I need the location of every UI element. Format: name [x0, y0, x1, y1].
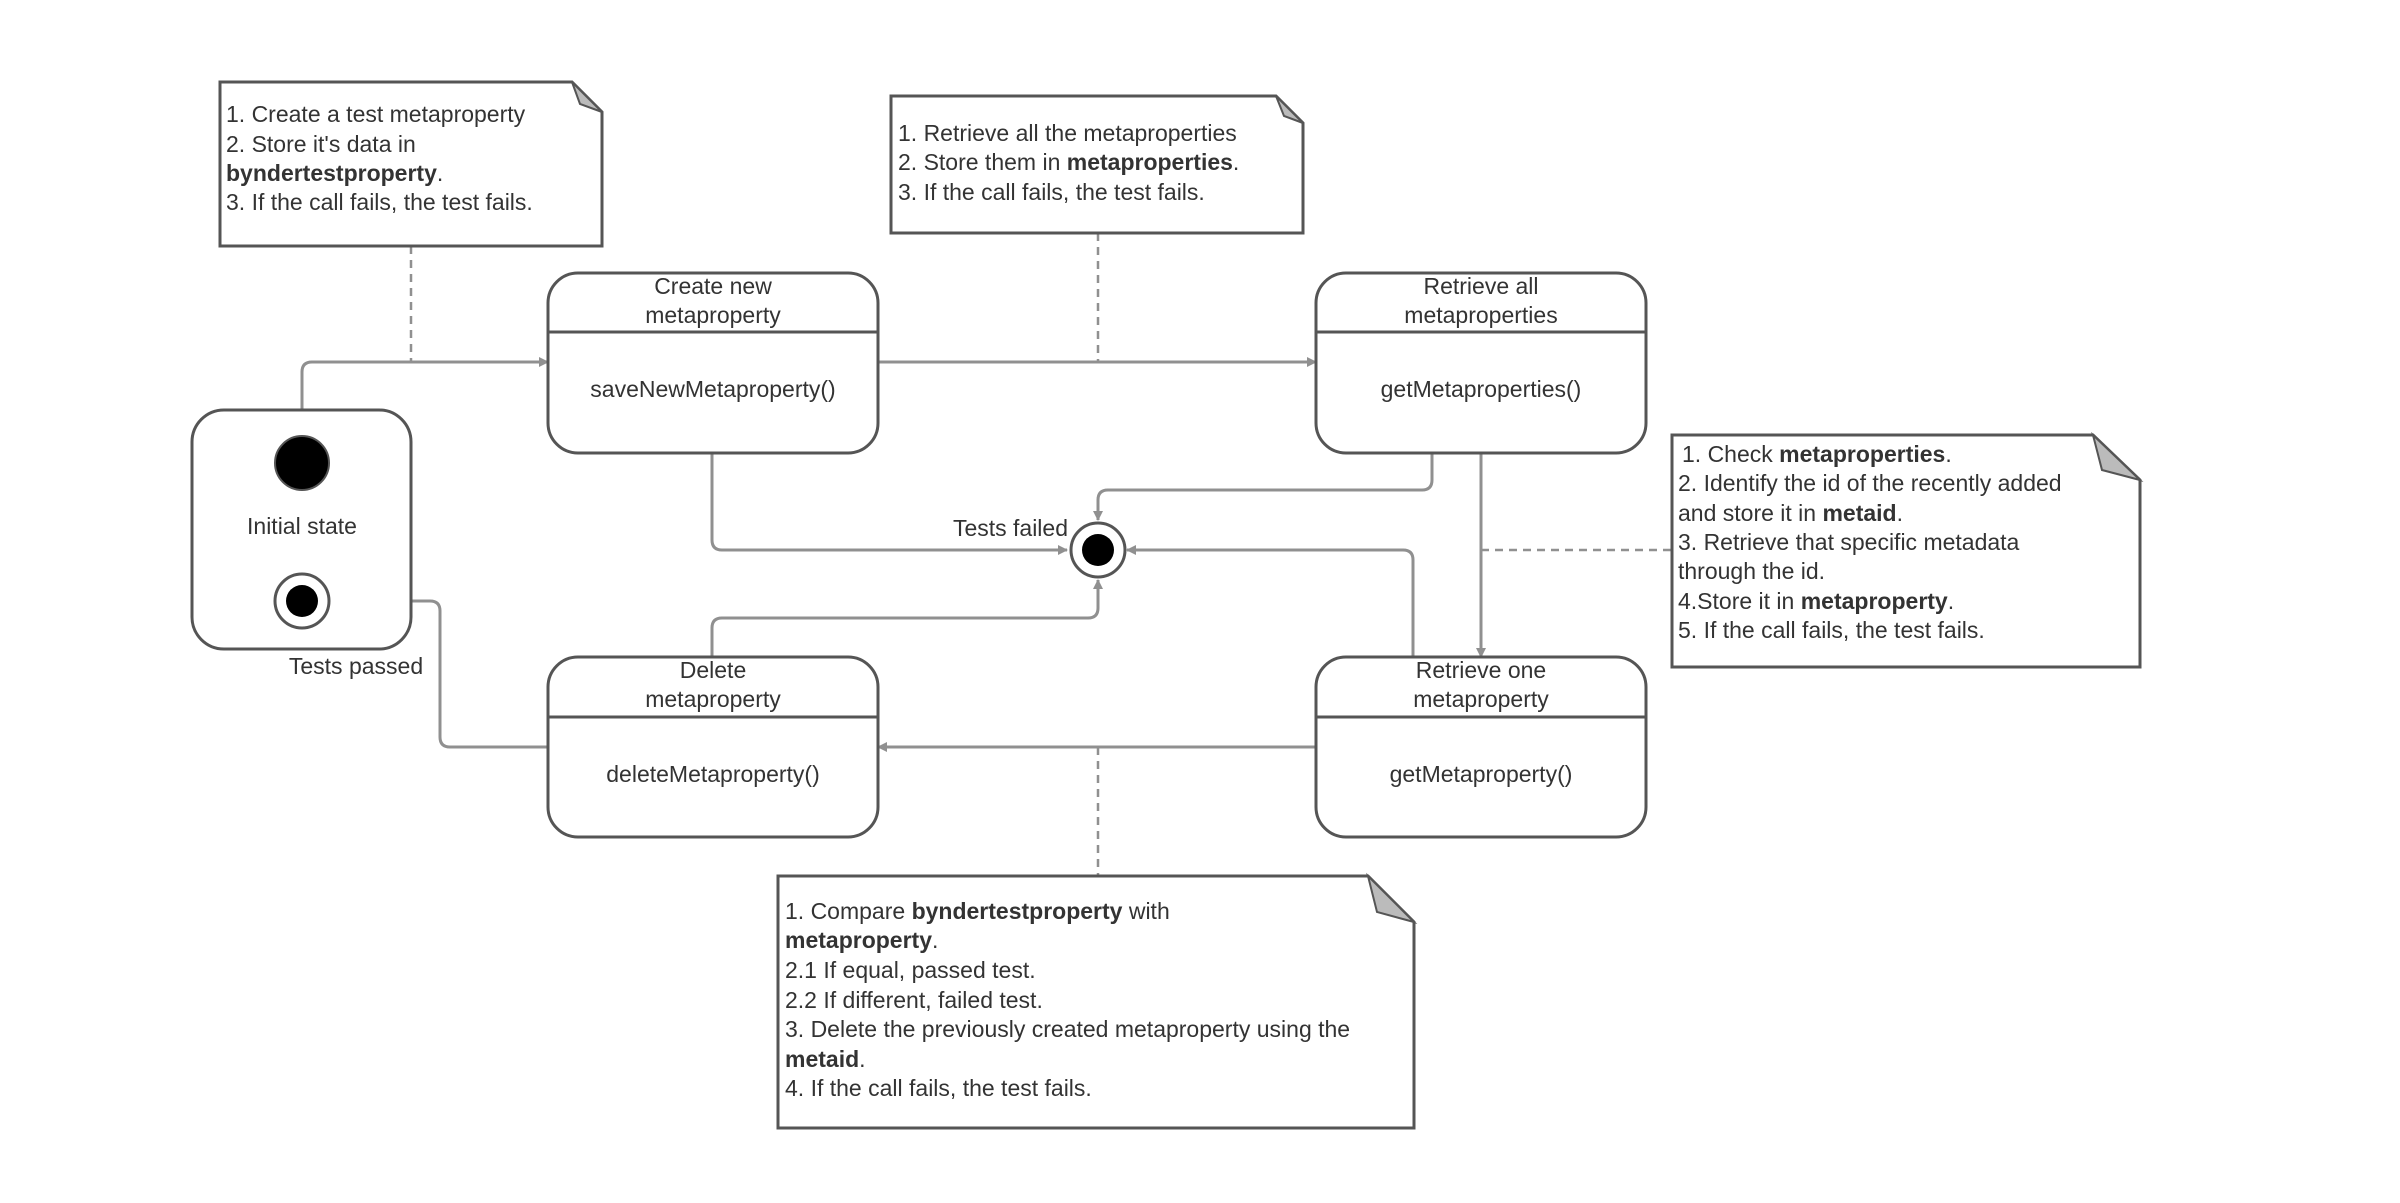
note-line: 3. If the call fails, the test fails.	[226, 189, 533, 215]
state-title-line2: metaproperty	[645, 686, 781, 712]
connectors	[300, 357, 1486, 752]
state-delete-metaproperty: Delete metaproperty deleteMetaproperty()	[546, 655, 880, 839]
state-retrieve-one-metaproperty: Retrieve one metaproperty getMetapropert…	[1314, 655, 1648, 839]
state-method: saveNewMetaproperty()	[590, 376, 835, 402]
tests-passed-label: Tests passed	[289, 653, 423, 679]
state-title-line2: metaproperties	[1404, 302, 1557, 328]
note-fold	[2091, 431, 2144, 482]
initial-state-label: Initial state	[247, 513, 357, 539]
note-fold	[571, 81, 603, 113]
arrow-delete-to-tests-failed	[710, 579, 1103, 657]
tests-failed-label: Tests failed	[953, 515, 1068, 541]
note-line: 1. Check metaproperties.	[1682, 441, 1952, 467]
note-line: 3. Retrieve that specific metadata	[1678, 529, 2020, 555]
note-line: 2. Identify the id of the recently added	[1678, 470, 2062, 496]
note-retrieve-all: 1. Retrieve all the metaproperties 2. St…	[889, 94, 1305, 235]
state-title-line1: Create new	[654, 273, 772, 299]
note-line: 2.1 If equal, passed test.	[785, 957, 1036, 983]
state-method: deleteMetaproperty()	[606, 761, 820, 787]
note-line: metaid.	[785, 1046, 866, 1072]
state-title-line1: Retrieve all	[1423, 273, 1538, 299]
note-line: byndertestproperty.	[226, 160, 443, 186]
initial-node	[274, 435, 330, 491]
initial-state-box: Initial state	[190, 408, 413, 651]
note-line: 1. Retrieve all the metaproperties	[898, 120, 1237, 146]
state-title-line2: metaproperty	[1413, 686, 1549, 712]
tests-failed-node	[1069, 521, 1127, 579]
state-retrieve-all-metaproperties: Retrieve all metaproperties getMetaprope…	[1314, 271, 1648, 455]
note-line: 4. If the call fails, the test fails.	[785, 1075, 1092, 1101]
state-method: getMetaproperties()	[1381, 376, 1582, 402]
note-fold	[1275, 95, 1304, 124]
note-line: 2. Store them in metaproperties.	[898, 149, 1239, 175]
note-line: 2. Store it's data in	[226, 131, 416, 157]
note-line: 1. Compare byndertestproperty with	[785, 898, 1170, 924]
note-line: and store it in metaid.	[1678, 500, 1903, 526]
note-compare-delete: 1. Compare byndertestproperty with metap…	[776, 872, 1418, 1130]
note-line: metaproperty.	[785, 927, 938, 953]
final-node-passed-dot	[286, 585, 318, 617]
state-create-metaproperty: Create new metaproperty saveNewMetaprope…	[546, 271, 880, 455]
note-create-test: 1. Create a test metaproperty 2. Store i…	[218, 80, 604, 248]
state-title-line1: Retrieve one	[1416, 657, 1546, 683]
note-line: 3. Delete the previously created metapro…	[785, 1016, 1350, 1042]
note-line: 5. If the call fails, the test fails.	[1678, 617, 1985, 643]
note-retrieve-one: 1. Check metaproperties. 2. Identify the…	[1670, 431, 2144, 669]
state-title-line1: Delete	[680, 657, 746, 683]
note-line: 1. Create a test metaproperty	[226, 101, 526, 127]
arrow-retrieve-all-to-tests-failed	[1093, 452, 1434, 521]
note-line: 4.Store it in metaproperty.	[1678, 588, 1954, 614]
note-line: 3. If the call fails, the test fails.	[898, 179, 1205, 205]
arrow-create-to-tests-failed	[710, 452, 1068, 555]
arrow-initial-to-create	[300, 357, 549, 450]
note-line: through the id.	[1678, 558, 1825, 584]
state-method: getMetaproperty()	[1390, 761, 1573, 787]
note-fold	[1366, 872, 1418, 924]
arrow-retrieve-one-to-tests-failed	[1126, 545, 1415, 657]
note-anchors	[409, 233, 1672, 876]
arrow-delete-to-tests-passed	[330, 596, 548, 749]
note-line: 2.2 If different, failed test.	[785, 987, 1043, 1013]
state-title-line2: metaproperty	[645, 302, 781, 328]
